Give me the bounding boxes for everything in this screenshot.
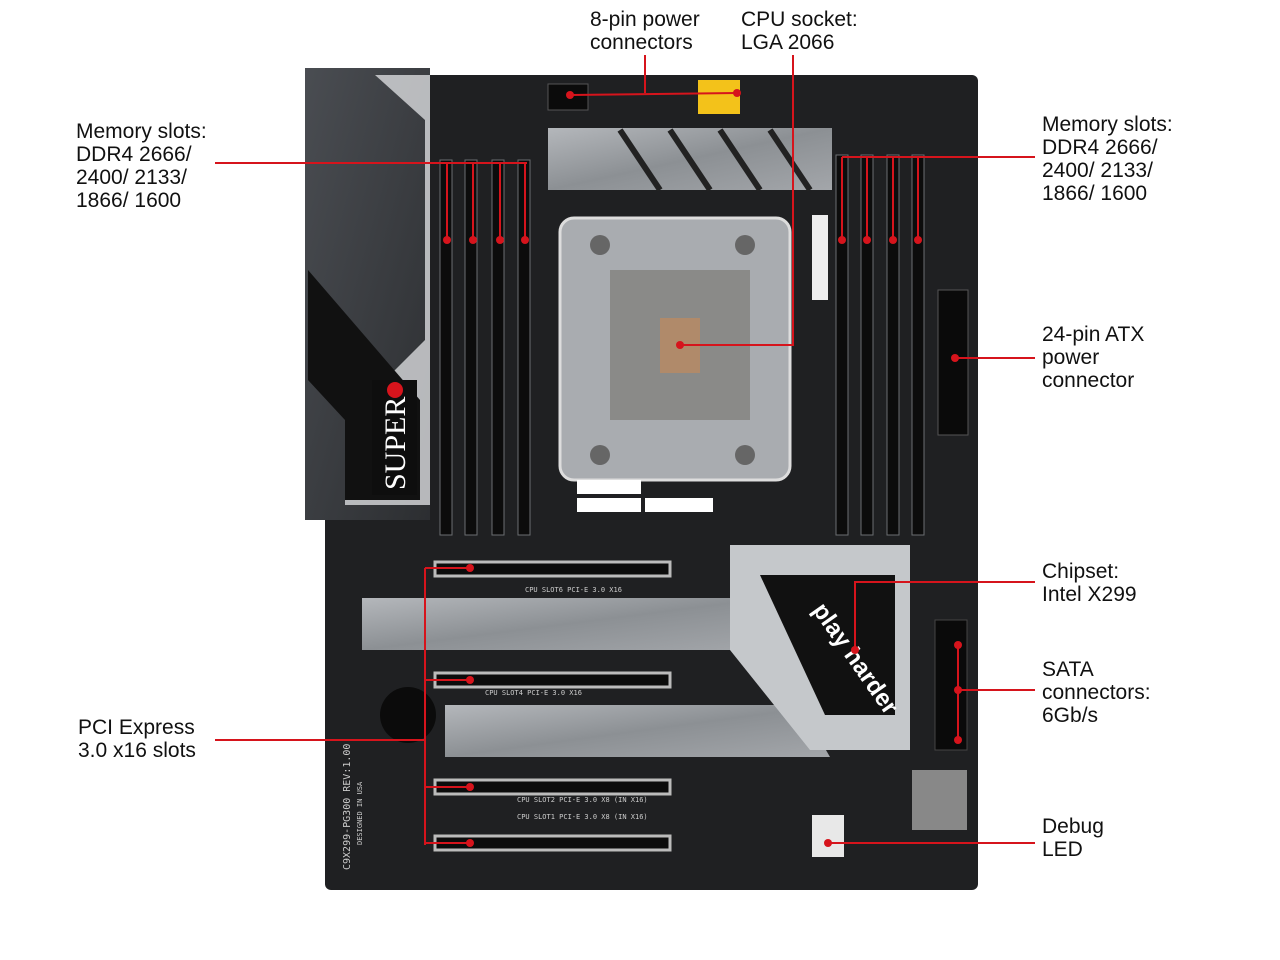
slot-label-6: CPU SLOT6 PCI-E 3.0 X16 bbox=[525, 586, 622, 594]
callout-24pin-atx: 24-pin ATX power connector bbox=[1042, 323, 1145, 392]
callout-chipset: Chipset: Intel X299 bbox=[1042, 560, 1137, 606]
callout-8pin-power: 8-pin power connectors bbox=[590, 8, 700, 54]
slot-label-2: CPU SLOT2 PCI-E 3.0 X8 (IN X16) bbox=[517, 796, 648, 804]
callout-memory-left: Memory slots: DDR4 2666/ 2400/ 2133/ 186… bbox=[76, 120, 207, 212]
callout-dots bbox=[443, 89, 962, 847]
vrm-heatsink-fins bbox=[617, 128, 813, 192]
cpu-socket bbox=[558, 216, 792, 482]
callout-memory-right: Memory slots: DDR4 2666/ 2400/ 2133/ 186… bbox=[1042, 113, 1173, 205]
cmos-battery bbox=[380, 687, 436, 743]
callout-pcie: PCI Express 3.0 x16 slots bbox=[78, 716, 196, 762]
designed-label: DESIGNED IN USA bbox=[356, 781, 364, 845]
pcie-slots bbox=[433, 560, 672, 852]
callout-sata: SATA connectors: 6Gb/s bbox=[1042, 658, 1151, 727]
24pin-connector bbox=[937, 289, 969, 436]
brand-logo-dot bbox=[387, 382, 403, 398]
chipset-heatsink bbox=[362, 545, 910, 757]
memory-slots-right bbox=[835, 154, 925, 536]
model-label: C9X299-PG300 REV:1.00 bbox=[342, 744, 353, 870]
callout-cpu-socket: CPU socket: LGA 2066 bbox=[741, 8, 858, 54]
slot-label-1: CPU SLOT1 PCI-E 3.0 X8 (IN X16) bbox=[517, 813, 648, 821]
sas-connectors bbox=[912, 770, 967, 830]
jumper-sticker bbox=[698, 80, 740, 114]
sata-connectors bbox=[934, 619, 968, 751]
slot-label-4: CPU SLOT4 PCI-E 3.0 X16 bbox=[485, 689, 582, 697]
debug-led bbox=[812, 815, 844, 857]
io-heatsink bbox=[305, 68, 430, 520]
memory-slots-left bbox=[439, 159, 531, 536]
brand-logo: SUPER bbox=[379, 397, 412, 490]
label-stickers bbox=[577, 480, 713, 512]
callout-lines bbox=[215, 55, 1035, 845]
callout-debug-led: Debug LED bbox=[1042, 815, 1104, 861]
white-sticker bbox=[812, 215, 828, 300]
